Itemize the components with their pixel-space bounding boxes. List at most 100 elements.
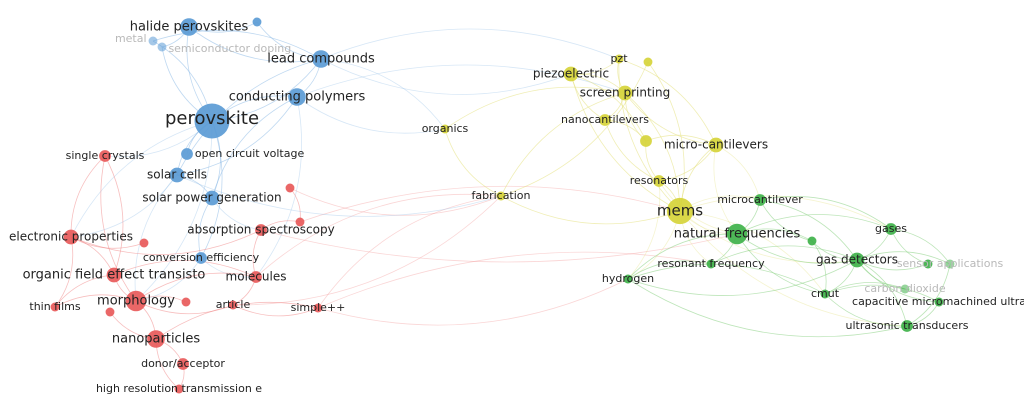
node-halide-perovskites[interactable] — [180, 18, 198, 36]
label-micro-cantilevers: micro-cantilevers — [664, 138, 768, 152]
label-microcantilever: microcantilever — [717, 193, 803, 206]
edge — [500, 61, 649, 197]
label-lead-compounds: lead compounds — [267, 52, 375, 67]
edge — [570, 73, 647, 142]
edge — [647, 61, 685, 212]
label-gas-detectors: gas detectors — [816, 253, 898, 267]
node-metal[interactable] — [148, 36, 158, 46]
node-red-c[interactable] — [181, 297, 191, 307]
node-green-b[interactable] — [923, 259, 933, 269]
edge — [232, 195, 502, 306]
node-electronic-properties[interactable] — [63, 229, 79, 245]
label-high-res-tem: high resolution transmission e — [96, 382, 262, 395]
label-fabrication: fabrication — [471, 189, 530, 202]
node-cmut[interactable] — [820, 289, 830, 299]
label-piezoelectric: piezoelectric — [533, 67, 609, 81]
node-donor-acceptor[interactable] — [177, 358, 189, 370]
node-perovskite[interactable] — [194, 103, 230, 139]
node-gases[interactable] — [885, 223, 897, 235]
node-nanoparticles[interactable] — [147, 330, 165, 348]
node-red-b[interactable] — [285, 183, 295, 193]
label-semiconductor-doping: semiconductor doping — [168, 42, 291, 55]
node-piezoelectric[interactable] — [563, 66, 579, 82]
edge — [679, 210, 826, 295]
node-solar-cells[interactable] — [169, 167, 185, 183]
node-absorption-spectroscopy[interactable] — [255, 224, 267, 236]
node-ultrasonic-transducers[interactable] — [901, 320, 913, 332]
label-solar-cells: solar cells — [147, 168, 207, 182]
node-morphology[interactable] — [125, 290, 147, 312]
edge — [296, 64, 626, 98]
label-cmut: cmut — [811, 287, 840, 300]
label-article: article — [216, 298, 251, 311]
node-nanocantilevers[interactable] — [599, 114, 611, 126]
node-red-e[interactable] — [105, 307, 115, 317]
node-capacitive-micromachined[interactable] — [934, 297, 944, 307]
node-simple[interactable] — [313, 303, 323, 313]
node-gas-detectors[interactable] — [849, 252, 865, 268]
node-natural-frequencies[interactable] — [726, 223, 748, 245]
node-red-d[interactable] — [139, 238, 149, 248]
node-lead-compounds[interactable] — [312, 50, 330, 68]
node-carbon-dioxide[interactable] — [900, 284, 910, 294]
edge — [317, 195, 502, 309]
label-organic-field-effect: organic field effect transisto — [23, 268, 206, 283]
edge — [627, 260, 712, 280]
node-solar-power-generation[interactable] — [204, 190, 220, 206]
node-pzt[interactable] — [614, 54, 624, 64]
edge — [627, 233, 738, 280]
node-resonant-frequency[interactable] — [706, 259, 716, 269]
label-resonant-frequency: resonant frequency — [657, 257, 765, 270]
node-red-a[interactable] — [295, 217, 305, 227]
edge — [624, 92, 717, 146]
node-screen-printing[interactable] — [617, 85, 633, 101]
label-pzt: pzt — [610, 52, 628, 65]
node-resonators[interactable] — [653, 175, 665, 187]
edge — [500, 92, 626, 197]
edge — [824, 282, 906, 295]
edge — [500, 195, 681, 225]
node-hydrogen[interactable] — [623, 274, 633, 284]
label-donor-acceptor: donor/acceptor — [141, 357, 225, 370]
node-conversion-efficiency[interactable] — [195, 252, 207, 264]
label-nanoparticles: nanoparticles — [112, 332, 200, 347]
label-molecules: molecules — [226, 270, 287, 284]
edge — [736, 214, 892, 235]
node-node-blue-top[interactable] — [252, 17, 262, 27]
edge — [890, 228, 951, 265]
edge — [679, 210, 858, 264]
node-green-a[interactable] — [807, 236, 817, 246]
node-single-crystals[interactable] — [99, 150, 111, 162]
edge — [176, 174, 502, 217]
node-open-circuit-voltage[interactable] — [181, 148, 193, 160]
label-organics: organics — [422, 122, 469, 135]
label-electronic-properties: electronic properties — [9, 230, 133, 244]
label-conducting-polymers: conducting polymers — [229, 90, 366, 105]
node-conducting-polymers[interactable] — [288, 88, 306, 106]
node-semiconductor-doping[interactable] — [157, 42, 167, 52]
label-capacitive-micromachined: capacitive micromachined ultra — [852, 295, 1024, 308]
node-organic-field-effect[interactable] — [106, 267, 122, 283]
node-molecules[interactable] — [250, 271, 262, 283]
node-fabrication[interactable] — [496, 191, 506, 201]
node-microcantilever[interactable] — [754, 194, 766, 206]
node-yellow-b[interactable] — [643, 57, 653, 67]
edge — [618, 58, 681, 212]
edge — [289, 187, 502, 216]
label-simple: simple++ — [291, 301, 346, 314]
label-natural-frequencies: natural frequencies — [674, 227, 801, 242]
edge — [113, 259, 257, 278]
edge — [135, 120, 213, 302]
network-nodes — [50, 17, 955, 394]
node-mems[interactable] — [666, 197, 694, 225]
node-yellow-a[interactable] — [640, 135, 652, 147]
node-high-res-tem[interactable] — [174, 384, 184, 394]
node-article[interactable] — [228, 300, 238, 310]
node-sensor-applications[interactable] — [945, 259, 955, 269]
label-carbon-dioxide: carbon dioxide — [864, 282, 945, 295]
node-micro-cantilevers[interactable] — [708, 137, 724, 153]
node-thin-films[interactable] — [50, 302, 60, 312]
label-resonators: resonators — [630, 174, 689, 187]
edge — [759, 196, 892, 230]
node-organics[interactable] — [440, 124, 450, 134]
